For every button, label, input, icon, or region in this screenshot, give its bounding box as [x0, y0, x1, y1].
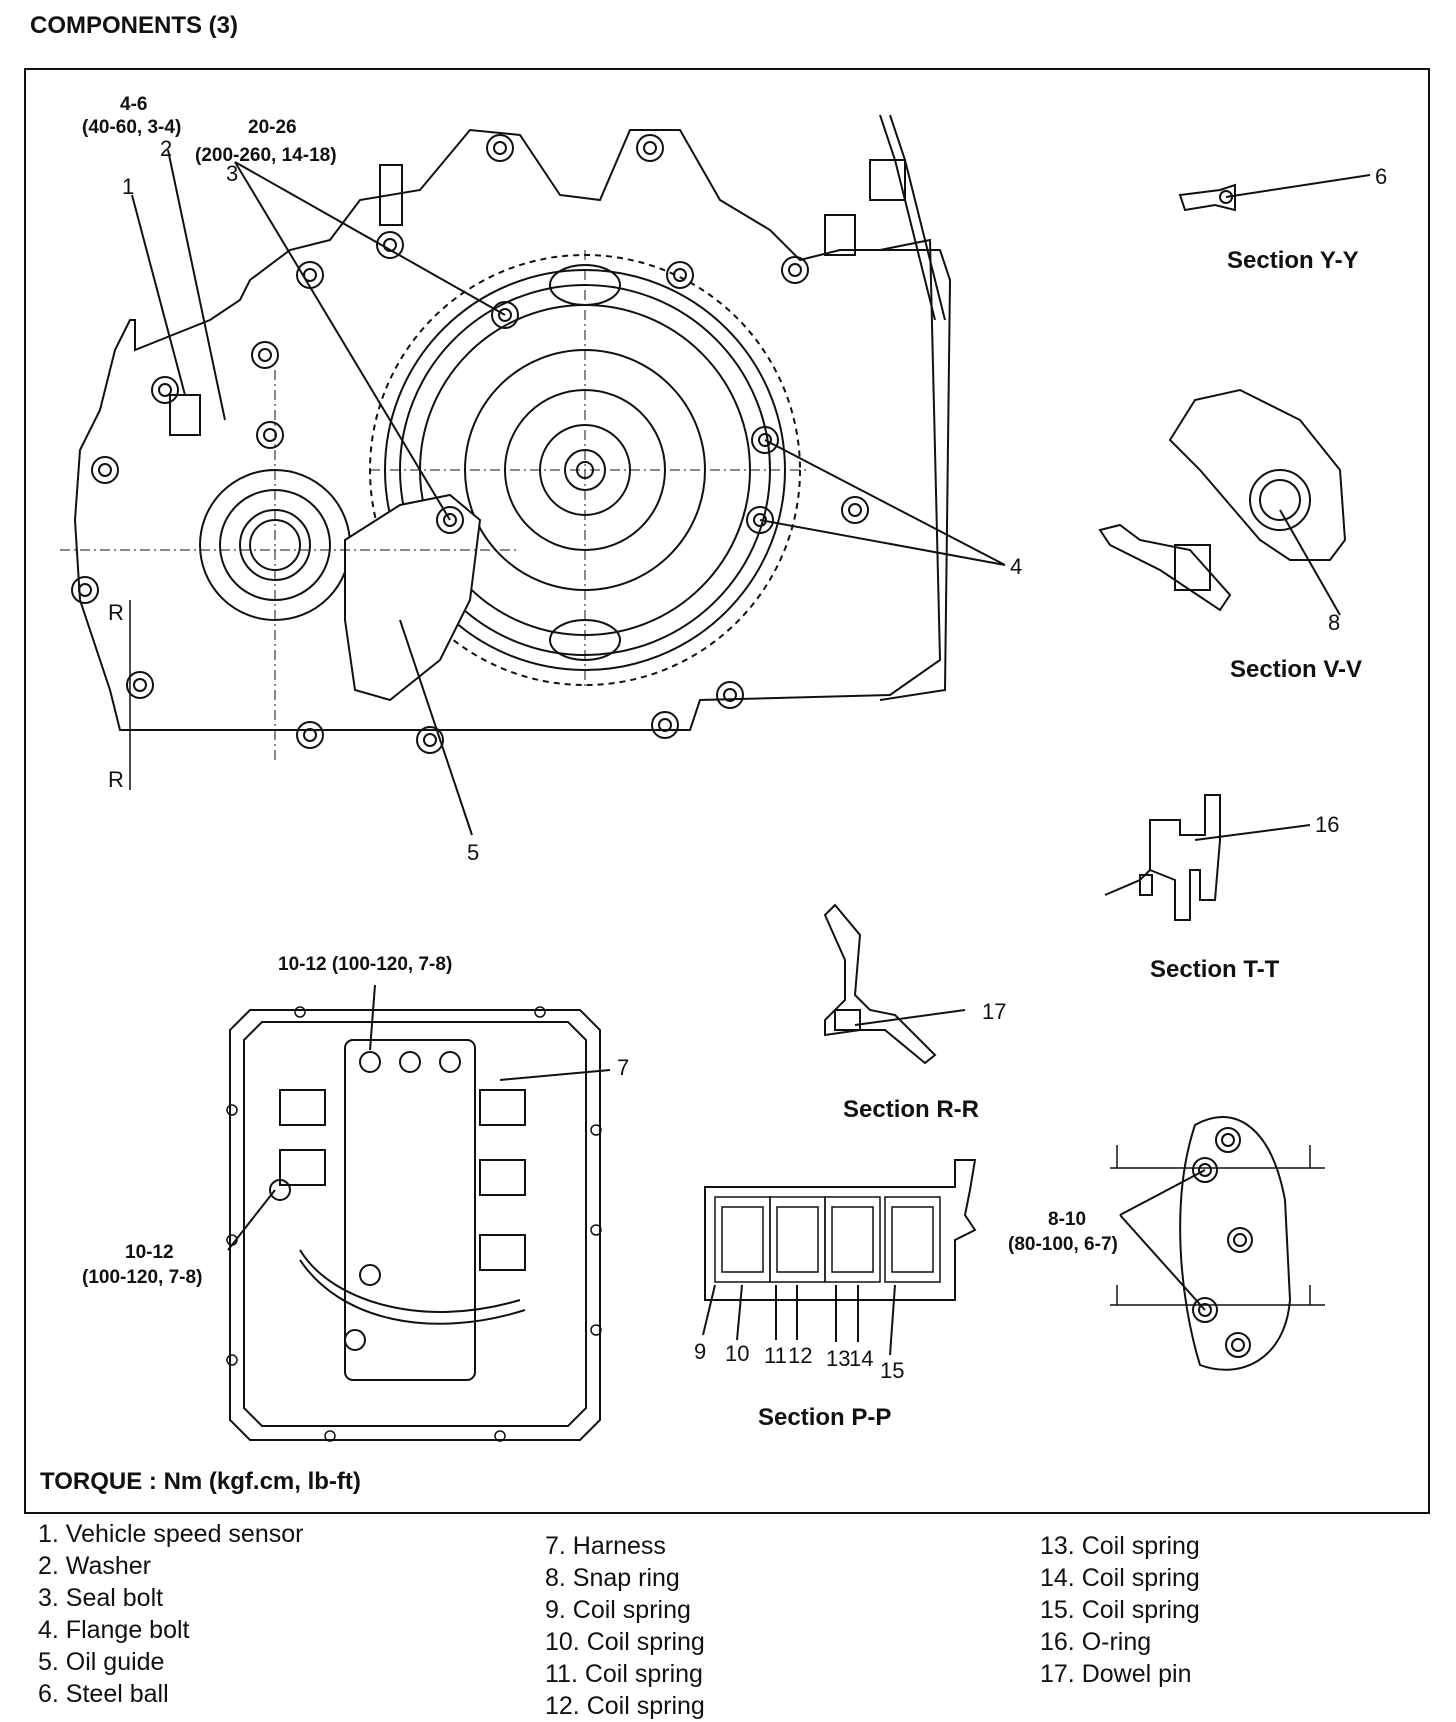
valve-body-drawing: [226, 1006, 602, 1442]
legend-item: 11. Coil spring: [545, 1660, 703, 1688]
callout-6: 6: [1375, 164, 1387, 189]
leader-lines: [131, 149, 1371, 1356]
section-label-tt: Section T-T: [1150, 956, 1280, 983]
legend-item: 14. Coil spring: [1040, 1564, 1200, 1592]
callout-7: 7: [617, 1055, 629, 1080]
callout-2: 2: [160, 136, 172, 161]
callout-1: 1: [122, 174, 134, 199]
callout-16: 16: [1315, 812, 1339, 837]
legend-item: 7. Harness: [545, 1532, 666, 1560]
callout-12: 12: [788, 1343, 812, 1368]
callout-10: 10: [725, 1341, 749, 1366]
section-label-vv: Section V-V: [1230, 656, 1362, 683]
section-rr-drawing: [823, 903, 937, 1065]
legend-item: 6. Steel ball: [38, 1680, 169, 1708]
legend-item: 8. Snap ring: [545, 1564, 680, 1592]
legend-item: 13. Coil spring: [1040, 1532, 1200, 1560]
transaxle-housing-drawing: R R: [60, 114, 952, 792]
legend-item: 16. O-ring: [1040, 1628, 1152, 1656]
section-label-yy: Section Y-Y: [1227, 247, 1359, 274]
legend-item: 4. Flange bolt: [38, 1616, 190, 1644]
legend-column-2: 7. Harness 8. Snap ring 9. Coil spring 1…: [545, 1530, 705, 1722]
torque-units-note: TORQUE : Nm (kgf.cm, lb-ft): [40, 1468, 361, 1495]
torque-label-valve-body-left-range: 10-12: [125, 1242, 174, 1263]
torque-label-sensor-range: 4-6: [120, 94, 147, 115]
torque-label-valve-body-top: 10-12 (100-120, 7-8): [278, 954, 452, 975]
section-label-rr: Section R-R: [843, 1096, 979, 1123]
torque-label-sensor-units: (40-60, 3-4): [82, 117, 181, 138]
legend-item: 3. Seal bolt: [38, 1584, 164, 1612]
section-pp-drawing: [704, 1159, 977, 1301]
legend-item: 10. Coil spring: [545, 1628, 705, 1656]
torque-label-accumulator-units: (80-100, 6-7): [1008, 1234, 1118, 1255]
legend-item: 1. Vehicle speed sensor: [38, 1520, 304, 1548]
legend-column-1: 1. Vehicle speed sensor 2. Washer 3. Sea…: [38, 1518, 303, 1710]
torque-label-seal-bolt-range: 20-26: [248, 117, 297, 138]
section-tt-drawing: [1104, 794, 1221, 921]
housing-bolts: [71, 134, 869, 754]
callout-4: 4: [1010, 554, 1022, 579]
callout-14: 14: [849, 1346, 873, 1371]
svg-text:R: R: [108, 767, 124, 792]
torque-label-valve-body-left-units: (100-120, 7-8): [82, 1267, 202, 1288]
callout-17: 17: [982, 999, 1006, 1024]
torque-label-accumulator-range: 8-10: [1048, 1209, 1086, 1230]
legend-item: 2. Washer: [38, 1552, 152, 1580]
accumulator-drawing: [1110, 1116, 1325, 1371]
diagram-frame: [24, 68, 1430, 1514]
page-title: COMPONENTS (3): [30, 12, 239, 39]
legend-item: 15. Coil spring: [1040, 1596, 1200, 1624]
callout-15: 15: [880, 1358, 904, 1383]
section-label-pp: Section P-P: [758, 1404, 891, 1431]
callout-13: 13: [826, 1346, 850, 1371]
callout-9: 9: [694, 1339, 706, 1364]
callout-8: 8: [1328, 610, 1340, 635]
legend-item: 12. Coil spring: [545, 1692, 705, 1720]
callout-3: 3: [226, 161, 238, 186]
legend-item: 9. Coil spring: [545, 1596, 691, 1624]
svg-text:R: R: [108, 600, 124, 625]
legend-column-3: 13. Coil spring 14. Coil spring 15. Coil…: [1040, 1530, 1200, 1690]
torque-label-seal-bolt-units: (200-260, 14-18): [195, 145, 337, 166]
legend-item: 5. Oil guide: [38, 1648, 165, 1676]
callout-11: 11: [764, 1343, 787, 1368]
callout-5: 5: [467, 840, 479, 865]
section-vv-drawing: [1098, 388, 1347, 612]
legend-item: 17. Dowel pin: [1040, 1660, 1192, 1688]
